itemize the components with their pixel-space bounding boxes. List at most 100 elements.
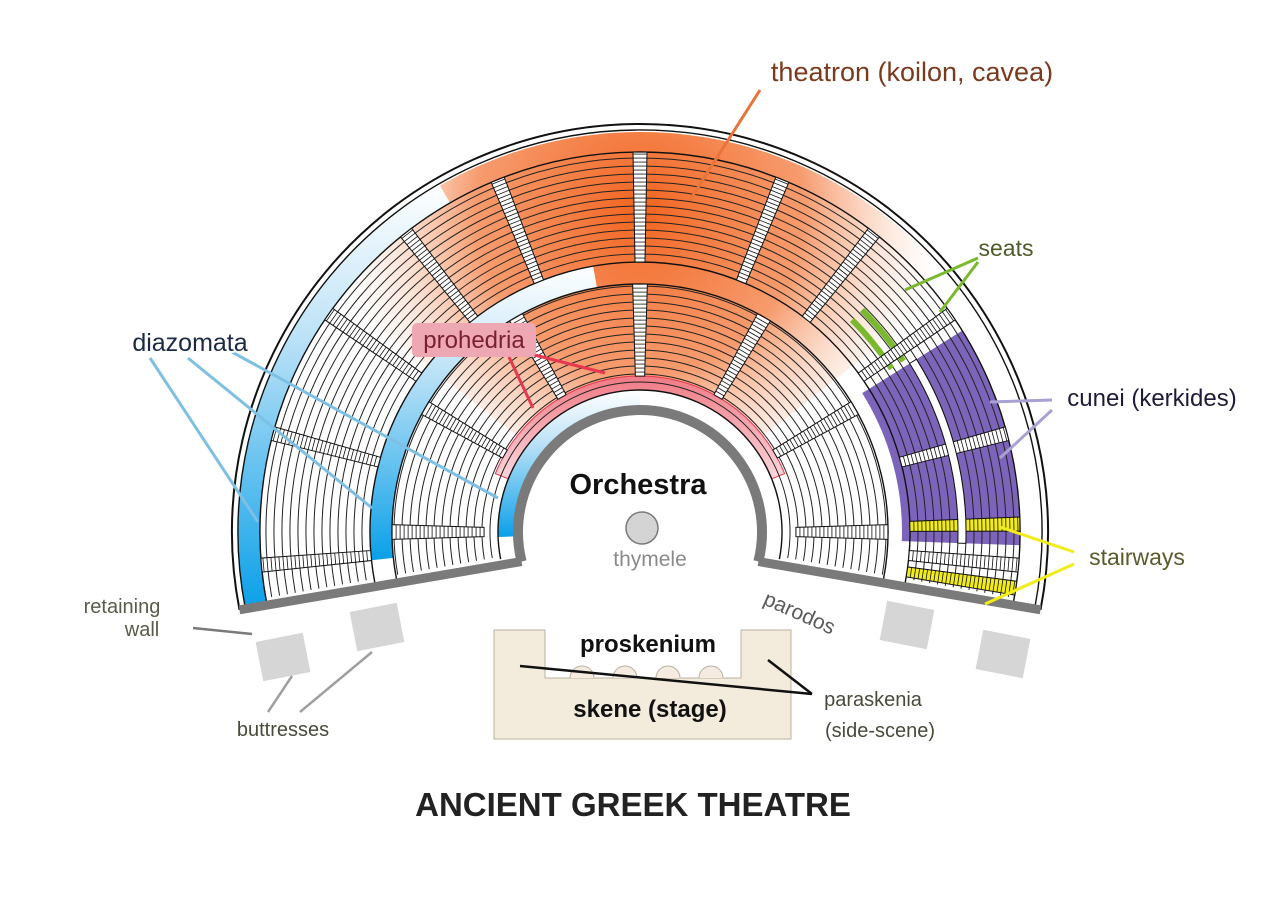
stair-step (491, 178, 506, 185)
stair-step (382, 349, 390, 360)
stair-step (919, 328, 928, 340)
stair-step (852, 248, 864, 258)
stair-step (785, 441, 792, 451)
stair-step (979, 433, 984, 447)
stair-step (924, 551, 926, 563)
stair-step (426, 261, 438, 270)
stair-step (449, 290, 459, 298)
stair-step (847, 255, 859, 264)
aisles (260, 151, 1021, 596)
stair-step (772, 186, 786, 192)
stair-step (725, 373, 735, 380)
diazoma-outer (237, 183, 450, 609)
stair-step (870, 363, 878, 373)
stair-step (346, 552, 349, 564)
stair-step (770, 189, 784, 196)
stair-step (843, 405, 852, 419)
stair-step (972, 436, 977, 449)
stair-step (963, 554, 966, 567)
stair-step (840, 407, 849, 421)
stair-step (910, 453, 915, 465)
stair-step (362, 551, 364, 562)
stair-step (814, 299, 823, 308)
stair-step (543, 369, 553, 376)
stair-step (723, 376, 733, 383)
stairways-leader (984, 562, 1075, 606)
retaining-wall-left (238, 557, 523, 615)
stair-step (941, 571, 944, 583)
stair-step (744, 337, 756, 346)
stair-step (976, 576, 980, 589)
stair-step (459, 303, 469, 311)
stair-step (365, 337, 374, 348)
stair-step (960, 439, 965, 452)
stair-step (830, 414, 838, 427)
stair-step (933, 570, 936, 582)
stair-step (1011, 557, 1014, 572)
stair-step (850, 251, 861, 261)
stair-step (332, 313, 342, 326)
stair-step (941, 445, 946, 457)
stair-step (883, 354, 891, 364)
stair-step (835, 271, 846, 280)
stair-step (867, 365, 875, 375)
stair-step (334, 553, 337, 565)
stair-step (467, 428, 474, 440)
stair-step (521, 249, 533, 255)
stair-step (987, 431, 992, 445)
stair-step (375, 344, 384, 355)
stair-step (947, 553, 950, 565)
stair-step (336, 316, 345, 328)
thymele-altar (625, 511, 659, 545)
stair-step (738, 348, 750, 356)
stair-step (518, 242, 530, 248)
stair-step (395, 358, 403, 369)
stair-step (830, 277, 841, 286)
stair-step (968, 437, 973, 450)
stair-step (734, 355, 746, 363)
stair-step (721, 380, 731, 387)
stair-step (719, 383, 729, 390)
stair-step (282, 556, 285, 570)
stair-step (893, 346, 901, 357)
stair-step (896, 344, 905, 355)
stair-step (877, 358, 885, 369)
stair-step (766, 201, 779, 207)
stair-step (909, 335, 918, 346)
stair-step (1007, 557, 1010, 572)
stair-step (840, 264, 851, 273)
stair-step (845, 258, 856, 267)
prohedria-leader (522, 350, 606, 375)
stair-step (369, 339, 377, 351)
stair-step (411, 242, 423, 252)
stair-step (792, 437, 799, 447)
stair-step (530, 271, 541, 277)
stair-step (338, 446, 343, 458)
stair-step (523, 253, 534, 259)
stair-step (315, 439, 320, 452)
stair-step (913, 567, 917, 579)
stair-step (488, 441, 495, 451)
stair-step (743, 260, 754, 266)
stair-step (307, 437, 312, 450)
stair-step (864, 232, 876, 242)
stair-step (874, 361, 881, 371)
stair-step (762, 212, 775, 218)
stair-step (499, 197, 513, 203)
stair-step (760, 215, 773, 222)
stair-step (399, 361, 406, 371)
stair-step (345, 323, 355, 335)
stair-step (296, 433, 301, 447)
stair-step (513, 230, 526, 237)
stair-step (429, 264, 440, 273)
stair-step (995, 556, 998, 570)
stair-step (262, 557, 265, 572)
stair-step (538, 362, 550, 369)
stair-step (935, 316, 944, 328)
stair-step (816, 296, 826, 305)
proskenium-column (655, 665, 681, 679)
stair-step (318, 554, 321, 567)
stair-step (362, 452, 366, 464)
stair-step (409, 368, 416, 378)
stair-step (274, 557, 277, 571)
